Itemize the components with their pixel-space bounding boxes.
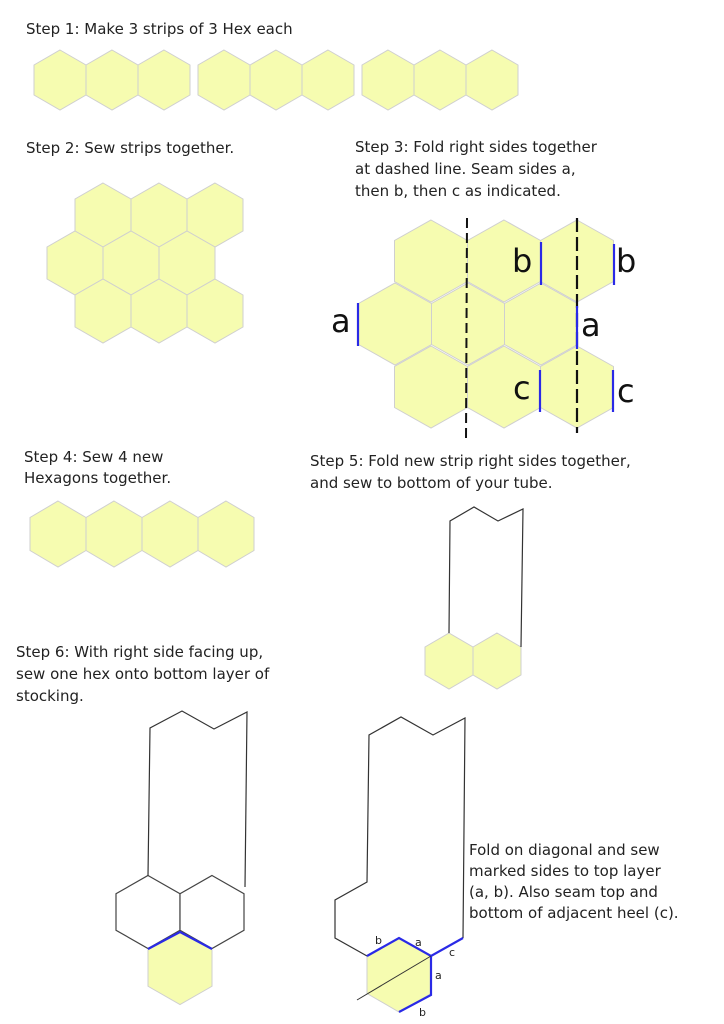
fold-note-line2: marked sides to top layer (469, 862, 662, 880)
seam-edges (147, 930, 213, 950)
new-strip-hexagon (197, 500, 255, 568)
strip-hexagon (465, 49, 519, 111)
label-b: b (512, 242, 532, 280)
tube-bottom-hexagon (424, 632, 474, 690)
strip-hexagon (85, 49, 139, 111)
new-strip-hexagon (29, 500, 87, 568)
fold-note-line3: (a, b). Also seam top and (469, 883, 658, 901)
label-b: b (375, 934, 382, 947)
heel-hexagon (147, 930, 213, 1006)
label-a: a (435, 969, 442, 982)
hexagon-layer (29, 49, 614, 1013)
step6-line1: Step 6: With right side facing up, (16, 643, 263, 661)
fold-line-1 (465, 217, 468, 441)
tube-bottom-hexagon (472, 632, 522, 690)
label-c: c (617, 372, 635, 410)
strip-hexagon (301, 49, 355, 111)
seam-a-b (398, 956, 433, 1013)
label-c: c (449, 946, 455, 959)
label-c: c (513, 369, 531, 407)
fold-note-line4: bottom of adjacent heel (c). (469, 904, 679, 922)
step3-line3: then b, then c as indicated. (355, 182, 561, 200)
fold-note-line1: Fold on diagonal and sew (469, 841, 660, 859)
step1-text: Step 1: Make 3 strips of 3 Hex each (26, 20, 293, 38)
stocking-heel-outline (334, 716, 466, 957)
tube-outline (448, 506, 524, 648)
stocking-outline (147, 710, 248, 888)
label-a: a (415, 936, 422, 949)
step6-line3: stocking. (16, 687, 84, 705)
label-b: b (616, 242, 636, 280)
step4-line1: Step 4: Sew 4 new (24, 448, 163, 466)
strip-hexagon (33, 49, 87, 111)
strip-hexagon (197, 49, 251, 111)
step3-line2: at dashed line. Seam sides a, (355, 160, 576, 178)
strip-hexagon (361, 49, 415, 111)
seam-b-a-c (366, 936, 464, 958)
label-a: a (331, 302, 351, 340)
label-a: a (581, 306, 601, 344)
new-strip-hexagon (141, 500, 199, 568)
label-b: b (419, 1006, 426, 1019)
step4-line2: Hexagons together. (24, 469, 171, 487)
strip-hexagon (413, 49, 467, 111)
strip-hexagon (249, 49, 303, 111)
new-strip-hexagon (85, 500, 143, 568)
step2-text: Step 2: Sew strips together. (26, 139, 234, 157)
diagonal-fold-line (356, 955, 432, 1001)
step5-line2: and sew to bottom of your tube. (310, 474, 553, 492)
step5-line1: Step 5: Fold new strip right sides toget… (310, 452, 631, 470)
step3-line1: Step 3: Fold right sides together (355, 138, 598, 156)
strip-hexagon (137, 49, 191, 111)
step6-line2: sew one hex onto bottom layer of (16, 665, 270, 683)
joined-hexagon (186, 278, 244, 344)
